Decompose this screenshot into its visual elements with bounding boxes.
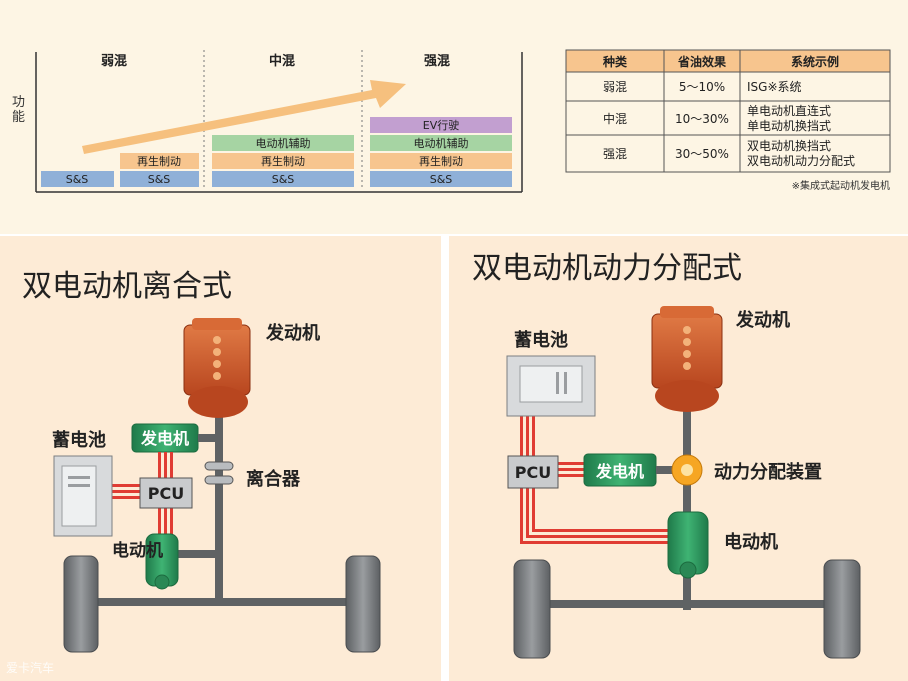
right-wiring — [520, 416, 668, 544]
left-engine-shaft — [215, 405, 223, 605]
watermark-text: 爱卡汽车 — [6, 660, 54, 675]
function-chart: 功 能 弱混 中混 强混 S&S S&S 再生制动 S&S 再生制动 电动机辅助… — [12, 50, 523, 193]
table-header-type: 种类 — [602, 54, 628, 69]
section-label-mid: 中混 — [269, 53, 295, 69]
table-cell-example: 双电动机换挡式 — [747, 139, 831, 153]
left-pcu-box — [139, 477, 193, 509]
section-label-weak: 弱混 — [101, 53, 127, 69]
left-diagram-title: 双电动机离合式 — [22, 269, 232, 304]
bar-strong-regen-label: 再生制动 — [419, 154, 463, 168]
table-cell-type: 弱混 — [603, 80, 627, 94]
trend-arrow — [82, 80, 406, 154]
table-header-row — [566, 50, 890, 72]
bar-strong-ev-label: EV行驶 — [423, 118, 459, 132]
bar-mid-ss — [212, 171, 354, 187]
right-wheel-left — [513, 559, 551, 659]
table-cell-example: ISG※系统 — [747, 80, 802, 94]
left-generator-label: 发电机 — [140, 429, 189, 448]
left-motor-link — [168, 550, 223, 558]
right-engine-icon — [651, 306, 723, 412]
left-motor-icon — [145, 533, 179, 590]
left-powertrain: 离合器 发动机 发电机 — [52, 318, 381, 653]
right-battery-icon — [506, 355, 596, 417]
table-border — [565, 49, 891, 173]
table-cell-example: 单电动机直连式 — [747, 103, 831, 118]
left-pcu-label: PCU — [148, 484, 184, 503]
right-generator-label: 发电机 — [595, 462, 644, 481]
y-axis-label-char-1: 功 — [12, 95, 25, 110]
left-battery-icon — [53, 455, 113, 537]
table-cell-type: 中混 — [603, 111, 627, 126]
right-power-split-label: 动力分配装置 — [714, 461, 822, 483]
right-diagram-title: 双电动机动力分配式 — [472, 251, 742, 286]
bar-mid-assist-label: 电动机辅助 — [256, 136, 311, 150]
right-engine-shaft — [683, 400, 691, 610]
bar-mid-regen — [212, 153, 354, 169]
bar-strong-ev — [370, 117, 512, 133]
right-generator-icon — [583, 453, 674, 487]
bar-weak-regen — [120, 153, 199, 169]
clutch-plate-upper — [204, 461, 234, 471]
bar-weak-ss-2 — [120, 171, 199, 187]
bar-weak-ss-2-label: S&S — [148, 173, 171, 186]
left-battery-label: 蓄电池 — [52, 429, 106, 451]
table-cell-effect: 10～30% — [675, 112, 729, 126]
table-header-examples: 系统示例 — [791, 54, 839, 69]
table-header-effect: 省油效果 — [677, 54, 726, 69]
right-pcu-box — [507, 455, 559, 489]
left-engine-label: 发动机 — [265, 322, 320, 344]
left-clutch-label: 离合器 — [246, 468, 301, 490]
right-axle — [540, 600, 830, 608]
table-cell-type: 强混 — [603, 147, 627, 161]
table-cell-example: 单电动机换挡式 — [747, 119, 831, 133]
table-footnote: ※集成式起动机发电机 — [792, 179, 890, 192]
right-motor-icon — [667, 511, 709, 579]
table-cell-effect: 30～50% — [675, 147, 729, 161]
bar-strong-assist — [370, 135, 512, 151]
clutch-plate-lower — [204, 475, 234, 485]
y-axis-label-char-2: 能 — [12, 110, 25, 125]
right-battery-label: 蓄电池 — [514, 329, 568, 351]
bar-strong-regen — [370, 153, 512, 169]
section-label-strong: 强混 — [424, 54, 450, 69]
right-motor-label: 电动机 — [724, 531, 778, 553]
left-wheel-right — [345, 555, 381, 653]
bar-strong-ss-label: S&S — [430, 173, 453, 186]
bar-weak-regen-label: 再生制动 — [137, 154, 181, 168]
right-engine-label: 发动机 — [735, 309, 790, 331]
right-wheel-right — [823, 559, 861, 659]
right-pcu-label: PCU — [515, 463, 551, 482]
left-engine-icon — [183, 318, 251, 418]
left-motor-label: 电动机 — [112, 540, 163, 561]
y-axis-label: 功 能 — [12, 95, 29, 125]
bar-strong-ss — [370, 171, 512, 187]
bar-strong-assist-label: 电动机辅助 — [414, 136, 469, 150]
table-cell-effect: 5～10% — [679, 80, 725, 94]
bar-mid-assist — [212, 135, 354, 151]
table-cell-example: 双电动机动力分配式 — [747, 154, 855, 168]
left-axle — [94, 598, 354, 606]
bar-mid-ss-label: S&S — [272, 173, 295, 186]
hybrid-type-table: 种类 省油效果 系统示例 弱混 5～10% ISG※系统 中混 10～30% 单… — [565, 49, 891, 192]
left-wiring — [112, 452, 173, 534]
left-wheel-left — [63, 555, 99, 653]
bar-weak-ss-1-label: S&S — [66, 173, 89, 186]
right-powertrain: 蓄电池 PCU 发电机 动力分配装置 发动机 — [506, 306, 861, 659]
power-split-gear-icon — [671, 454, 703, 486]
bar-weak-ss-1 — [41, 171, 114, 187]
bar-mid-regen-label: 再生制动 — [261, 154, 305, 168]
